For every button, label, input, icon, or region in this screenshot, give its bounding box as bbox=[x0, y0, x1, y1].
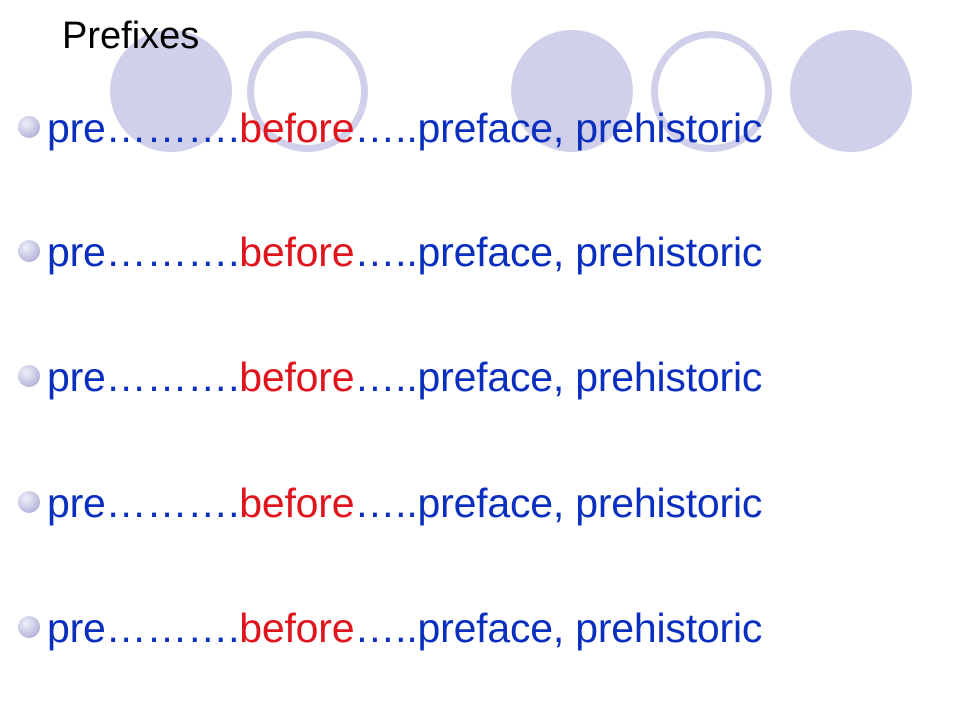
bullet-icon bbox=[18, 240, 40, 262]
meaning: before bbox=[239, 105, 355, 151]
bullet-icon bbox=[18, 116, 40, 138]
bullet-icon bbox=[18, 365, 40, 387]
decor-circle-filled bbox=[110, 30, 232, 152]
examples: preface, prehistoric bbox=[417, 605, 763, 651]
decor-circle-ring bbox=[247, 31, 368, 152]
decor-circle-filled bbox=[790, 30, 912, 152]
bullet-icon bbox=[18, 616, 40, 638]
meaning: before bbox=[239, 605, 355, 651]
list-item-text: pre……….before…..preface, prehistoric bbox=[47, 347, 762, 407]
list-item: pre……….before…..preface, prehistoric bbox=[0, 98, 960, 158]
bullet-icon bbox=[18, 491, 40, 513]
examples: preface, prehistoric bbox=[417, 229, 763, 275]
separator: ………. bbox=[105, 605, 240, 651]
prefix: pre bbox=[47, 480, 106, 526]
prefix: pre bbox=[47, 229, 106, 275]
list-item-text: pre……….before…..preface, prehistoric bbox=[47, 222, 762, 282]
separator: ….. bbox=[354, 354, 418, 400]
meaning: before bbox=[239, 480, 355, 526]
separator: ….. bbox=[354, 480, 418, 526]
prefix: pre bbox=[47, 605, 106, 651]
list-item: pre……….before…..preface, prehistoric bbox=[0, 222, 960, 282]
decor-circle-ring bbox=[651, 31, 772, 152]
separator: ….. bbox=[354, 105, 418, 151]
separator: ….. bbox=[354, 605, 418, 651]
prefix: pre bbox=[47, 105, 106, 151]
meaning: before bbox=[239, 229, 355, 275]
list-item-text: pre……….before…..preface, prehistoric bbox=[47, 473, 762, 533]
prefix: pre bbox=[47, 354, 106, 400]
slide-title: Prefixes bbox=[62, 15, 200, 57]
examples: preface, prehistoric bbox=[417, 105, 763, 151]
meaning: before bbox=[239, 354, 355, 400]
separator: ………. bbox=[105, 480, 240, 526]
list-item-text: pre……….before…..preface, prehistoric bbox=[47, 98, 762, 158]
list-item: pre……….before…..preface, prehistoric bbox=[0, 598, 960, 658]
examples: preface, prehistoric bbox=[417, 354, 763, 400]
separator: ………. bbox=[105, 229, 240, 275]
examples: preface, prehistoric bbox=[417, 480, 763, 526]
decor-circle-filled bbox=[511, 30, 633, 152]
list-item-text: pre……….before…..preface, prehistoric bbox=[47, 598, 762, 658]
separator: ………. bbox=[105, 105, 240, 151]
separator: ………. bbox=[105, 354, 240, 400]
list-item: pre……….before…..preface, prehistoric bbox=[0, 473, 960, 533]
list-item: pre……….before…..preface, prehistoric bbox=[0, 347, 960, 407]
separator: ….. bbox=[354, 229, 418, 275]
